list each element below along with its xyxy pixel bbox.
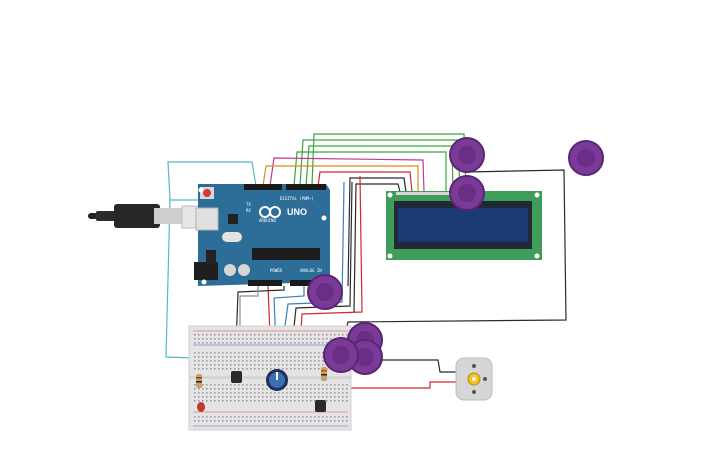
arduino-model-label: UNO: [287, 207, 307, 217]
arduino-digital-label: DIGITAL (PWM~): [280, 196, 314, 201]
connection-hubs: [307, 137, 604, 375]
wire-green-3[interactable]: [311, 133, 467, 193]
usb-cable[interactable]: [88, 204, 217, 229]
wire-black-lcd-right[interactable]: [345, 169, 567, 331]
hub-marker[interactable]: [323, 337, 359, 373]
wire-cyan[interactable]: [167, 161, 257, 201]
arduino-uno[interactable]: UNO ARDUINO DIGITAL (PWM~) POWER ANALOG …: [194, 184, 330, 286]
hub-marker[interactable]: [307, 274, 343, 310]
wire-green-2[interactable]: [305, 145, 454, 193]
arduino-analog-label: ANALOG IN: [300, 268, 322, 273]
arduino-brand-label: ARDUINO: [259, 218, 276, 223]
wire-green-4[interactable]: [293, 151, 447, 192]
wire-black-2[interactable]: [353, 183, 401, 313]
led-red[interactable]: [197, 402, 205, 412]
wire-motor-black[interactable]: [330, 359, 458, 373]
resistor-2[interactable]: [321, 367, 327, 381]
lcd-pins: [396, 192, 460, 195]
lcd-16x2[interactable]: [386, 191, 542, 260]
wire-magenta[interactable]: [269, 157, 425, 193]
hub-marker[interactable]: [568, 140, 604, 176]
hub-marker[interactable]: [449, 137, 485, 173]
resistor[interactable]: [196, 374, 202, 388]
wire-cyan-2[interactable]: [165, 199, 197, 359]
arduino-power-label: POWER: [270, 268, 283, 273]
wire-black-1[interactable]: [347, 177, 407, 287]
wire-red-top[interactable]: [317, 171, 413, 193]
wire-gray[interactable]: [239, 286, 259, 350]
wire-orange[interactable]: [262, 165, 419, 192]
arduino-tx-label: TX: [246, 202, 251, 207]
hub-marker[interactable]: [449, 175, 485, 211]
potentiometer[interactable]: [266, 369, 288, 391]
dc-motor[interactable]: [455, 357, 493, 401]
wire-blue-2[interactable]: [273, 286, 305, 347]
transistor[interactable]: [315, 400, 326, 412]
wire-motor-red[interactable]: [330, 381, 458, 389]
arduino-rx-label: RX: [246, 208, 251, 213]
temperature-sensor[interactable]: [231, 371, 242, 383]
wire-black-3[interactable]: [235, 286, 285, 347]
